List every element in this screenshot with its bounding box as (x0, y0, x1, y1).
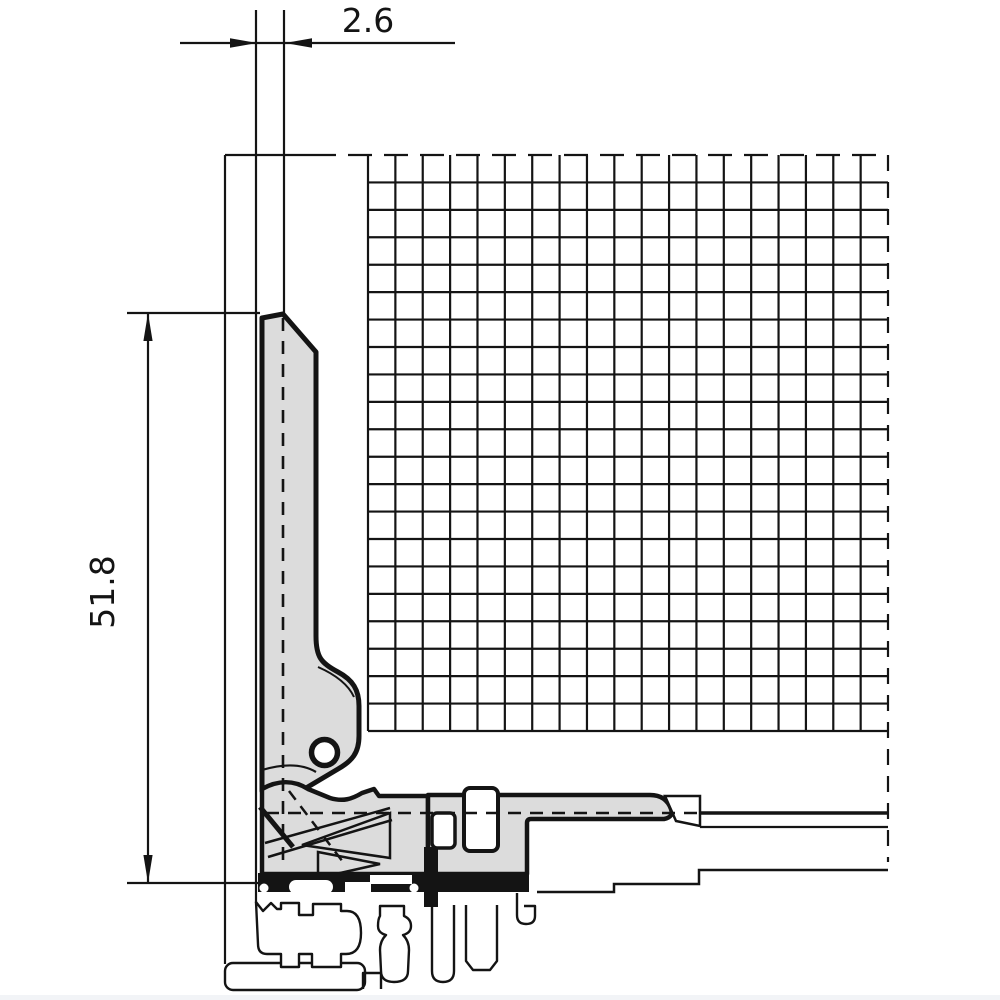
clip-hook (515, 893, 537, 926)
bottom-profile-parts (223, 868, 888, 992)
drawer-bottom-panel (700, 811, 888, 829)
cabinet-bottom-line (537, 868, 888, 894)
dimension-height-label: 51.8 (83, 555, 122, 628)
ribbed-block (254, 900, 363, 969)
lever-alt-position-dashed (288, 790, 347, 867)
dimension-2-6: 2.6 (180, 1, 455, 316)
rib-slot (376, 904, 413, 984)
dimension-gap-label: 2.6 (342, 1, 394, 40)
arrowhead-down (143, 855, 153, 883)
screw-slot (462, 786, 500, 853)
channel-rib (430, 905, 456, 984)
bottom-step (361, 971, 383, 989)
arrowhead-right (230, 38, 257, 48)
latch-mechanism (258, 764, 431, 880)
rail-pocket (430, 811, 457, 850)
rail-base-band (258, 847, 529, 907)
dimension-51-8: 51.8 (83, 311, 262, 885)
pivot-hole (308, 736, 341, 769)
roller-left (259, 883, 269, 893)
bracket-arm (259, 311, 362, 794)
roller-right (409, 883, 419, 893)
bottom-rail (425, 786, 702, 877)
cabinet-side-panel (223, 153, 888, 964)
cross-hatched-panel (366, 155, 888, 733)
rail-end-piece (663, 794, 702, 828)
image-edge (0, 995, 1000, 1000)
arrowhead-left (285, 38, 312, 48)
arrowhead-up (143, 313, 153, 341)
chamfered-rib (464, 905, 499, 972)
